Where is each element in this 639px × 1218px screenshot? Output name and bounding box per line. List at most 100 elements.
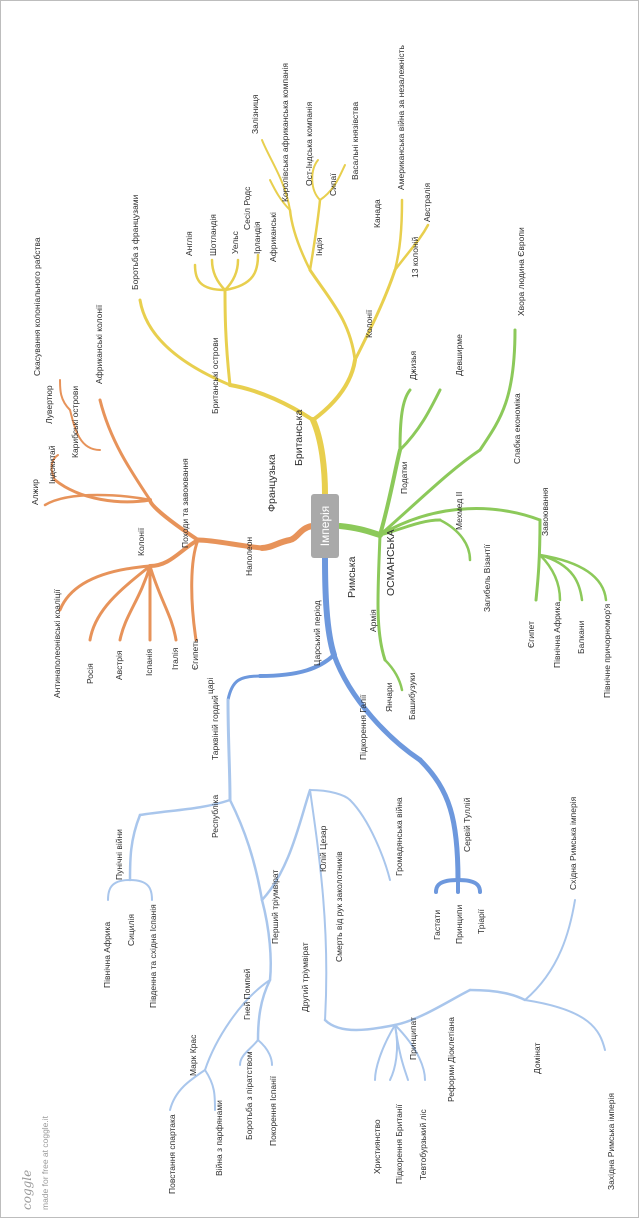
node-label[interactable]: Ірландія <box>252 221 262 254</box>
node-label[interactable]: Наполеон <box>244 537 254 576</box>
node-label[interactable]: Девширме <box>454 334 464 376</box>
node-label[interactable]: Повстання спартака <box>167 1114 177 1194</box>
node-label[interactable]: Другий тріумвірат <box>300 942 310 1012</box>
node-label[interactable]: Перший тріумвірат <box>270 870 280 944</box>
node-label[interactable]: царі <box>205 678 215 694</box>
roman-branch-line <box>256 978 272 1042</box>
node-label[interactable]: Гней Помпей <box>242 968 252 1020</box>
node-label[interactable]: Підкорення Британії <box>394 1104 404 1184</box>
node-label[interactable]: Марк Крас <box>188 1034 198 1076</box>
node-label[interactable]: Алжир <box>30 479 40 505</box>
node-label[interactable]: Васальні князівства <box>350 102 360 180</box>
node-label[interactable]: Африканські колонії <box>94 304 104 384</box>
node-label[interactable]: Боротьба з піратством <box>244 1051 254 1140</box>
node-label[interactable]: Християнство <box>372 1119 382 1174</box>
node-label[interactable]: Армія <box>368 609 378 632</box>
roman-branch-line <box>417 757 461 883</box>
roman-branch-line <box>128 813 142 882</box>
node-label[interactable]: Реформи Діоклетіана <box>446 1017 456 1102</box>
node-label[interactable]: ОСМАНСЬКА <box>385 529 397 596</box>
node-label[interactable]: Колонії <box>136 527 146 556</box>
node-label[interactable]: Тевтобурзький ліс <box>418 1108 428 1180</box>
node-label[interactable]: Громадянська війна <box>394 797 404 876</box>
node-label[interactable]: Тріарії <box>476 908 486 934</box>
node-label[interactable]: Канада <box>372 199 382 228</box>
node-label[interactable]: Французька <box>266 454 278 512</box>
node-label[interactable]: Єгипет <box>526 621 536 648</box>
node-label[interactable]: Британські острови <box>210 337 220 414</box>
node-label[interactable]: Тарквіній гордий <box>210 695 220 760</box>
node-label[interactable]: Походи та завоювання <box>180 458 190 548</box>
node-label[interactable]: Північна Африка <box>552 602 562 668</box>
node-label[interactable]: Королівська африканська компанія <box>280 63 290 202</box>
node-label[interactable]: Шотландія <box>208 214 218 256</box>
node-label[interactable]: Сипаї <box>328 173 338 196</box>
node-label[interactable]: Боротьба з французами <box>130 194 140 290</box>
node-label[interactable]: Ост-Індська компанія <box>304 101 314 186</box>
node-label[interactable]: Лувертюр <box>44 385 54 424</box>
node-label[interactable]: Мехмед ІІ <box>454 492 464 530</box>
node-label[interactable]: Царський період <box>312 600 322 666</box>
node-label[interactable]: Західна Римська імперія <box>606 1093 616 1190</box>
node-label[interactable]: Австралія <box>422 182 432 222</box>
node-label[interactable]: Слабка економіка <box>512 393 522 464</box>
node-label[interactable]: Джизья <box>408 350 418 380</box>
node-label[interactable]: Підкорення Галії <box>358 694 368 760</box>
node-label[interactable]: Республіка <box>210 795 220 838</box>
node-label[interactable]: Антинаполеонівські коаліції <box>52 588 62 698</box>
node-label[interactable]: Єгипеть <box>190 638 200 670</box>
node-label[interactable]: Балкани <box>576 620 586 654</box>
node-label[interactable]: Індокитай <box>47 445 57 484</box>
node-label[interactable]: Іспанія <box>144 648 154 676</box>
node-label[interactable]: Американська війна за незалежність <box>396 45 406 190</box>
british-branch-line <box>319 164 346 201</box>
node-label[interactable]: Уельс <box>230 230 240 254</box>
node-label[interactable]: Австрія <box>114 650 124 680</box>
node-label[interactable]: Сицилія <box>126 914 136 946</box>
node-label[interactable]: Гастати <box>432 910 442 940</box>
node-label[interactable]: Скасування колоніального рабства <box>32 237 42 376</box>
node-label[interactable]: Війна з парфянами <box>214 1100 224 1176</box>
roman-branch-line <box>349 799 391 881</box>
node-label[interactable]: Податки <box>399 461 409 494</box>
node-label[interactable]: Карибські острови <box>70 386 80 458</box>
node-label[interactable]: Пунічні війни <box>114 829 124 880</box>
node-label[interactable]: Африканські <box>268 212 278 262</box>
british-branch-line <box>288 208 312 272</box>
french-branch-line <box>195 537 265 551</box>
node-label[interactable]: Завоювання <box>540 487 550 536</box>
french-branch-line <box>50 454 59 481</box>
node-label[interactable]: Домінат <box>532 1042 542 1074</box>
node-label[interactable]: Росія <box>85 663 95 684</box>
french-branch-line <box>118 564 152 642</box>
node-label[interactable]: Римська <box>346 556 358 598</box>
node-label[interactable]: Принципат <box>408 1017 418 1060</box>
node-label[interactable]: Сесіл Родс <box>242 186 252 230</box>
node-label[interactable]: Загибель Візантії <box>482 544 492 612</box>
french-branch-line <box>148 564 178 642</box>
french-branch-line <box>148 498 200 542</box>
node-label[interactable]: Принципи <box>454 905 464 944</box>
node-label[interactable]: Індія <box>314 237 324 256</box>
node-label[interactable]: Англія <box>184 231 194 256</box>
node-label[interactable]: Залізниця <box>250 94 260 134</box>
node-label[interactable]: Італія <box>170 647 180 670</box>
node-label[interactable]: Східна Римська імперія <box>568 796 578 890</box>
node-label[interactable]: Південна та східна Іспанія <box>148 904 158 1008</box>
node-label[interactable]: Британська <box>293 410 305 466</box>
node-label[interactable]: Покорення Іспанії <box>268 1075 278 1146</box>
node-label[interactable]: Янчари <box>384 682 394 712</box>
british-branch-line <box>223 288 232 387</box>
root-node[interactable]: Імперія <box>311 494 339 558</box>
node-label[interactable]: Колонії <box>364 309 374 338</box>
node-label[interactable]: Північне причорномор'я <box>602 603 612 698</box>
british-branch-line <box>311 358 357 422</box>
node-label[interactable]: Смерть від рук заколотників <box>334 851 344 962</box>
node-label[interactable]: 13 колоній <box>410 236 420 278</box>
node-label[interactable]: Сервій Туллій <box>462 797 472 852</box>
node-label[interactable]: Юлій Цезар <box>318 825 328 872</box>
node-label[interactable]: Хвора людина Європи <box>516 227 526 316</box>
node-label[interactable]: Північна Африка <box>102 922 112 988</box>
node-label[interactable]: Башибузуки <box>407 672 417 720</box>
coggle-logo: coggle <box>20 1170 34 1210</box>
